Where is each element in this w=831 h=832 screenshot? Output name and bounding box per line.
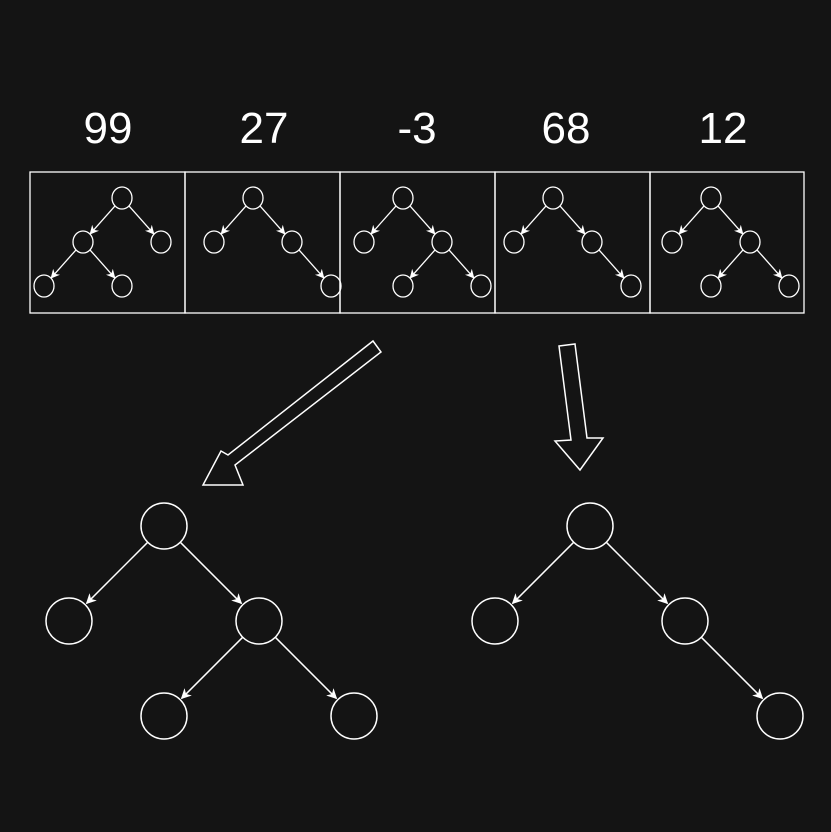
large-tree-0-edge-3 [275,637,338,700]
large-tree-1 [471,502,804,740]
large-tree-0-node-2 [235,597,283,645]
mini-tree-0-edge-2 [50,249,77,279]
mini-tree-2-edge-3 [448,249,475,279]
mini-tree-3-edge-1 [559,205,586,235]
mini-tree-2-edge-1 [409,205,436,235]
large-tree-1-node-2 [661,597,709,645]
mini-trees [33,186,800,298]
large-tree-1-node-1 [471,597,519,645]
large-tree-0 [45,502,378,740]
mini-tree-0-node-0 [111,186,133,210]
mini-tree-0-node-1 [72,230,94,254]
large-tree-1-node-3 [756,692,804,740]
mini-tree-4-node-4 [778,274,800,298]
mini-tree-4-edge-1 [717,205,744,235]
mini-tree-0-node-2 [150,230,172,254]
mini-tree-2 [353,186,492,298]
mini-tree-3-node-1 [503,230,525,254]
array-cell-3 [494,171,651,314]
mini-tree-2-edge-0 [370,205,397,235]
mini-tree-4-edge-0 [678,205,705,235]
large-tree-0-node-4 [330,692,378,740]
cell-label-2: -3 [397,104,436,153]
mini-tree-1-node-3 [320,274,342,298]
mini-tree-4-node-0 [700,186,722,210]
mini-tree-0-edge-3 [89,249,116,279]
arrow-to-right-tree [553,343,605,472]
large-tree-1-edge-1 [606,542,669,605]
mini-tree-3-node-3 [620,274,642,298]
mini-tree-1-node-2 [281,230,303,254]
mini-tree-0-edge-0 [89,205,116,235]
mini-tree-0 [33,186,172,298]
mini-tree-4-node-2 [739,230,761,254]
large-tree-1-node-0 [566,502,614,550]
large-tree-1-edge-2 [701,637,764,700]
array-cell-2 [339,171,496,314]
labels-row: 99 27 -3 68 12 [84,104,748,153]
mini-tree-1-node-1 [203,230,225,254]
large-tree-1-edge-0 [511,542,574,605]
mini-tree-0-node-4 [111,274,133,298]
large-tree-0-node-3 [140,692,188,740]
mini-tree-4-node-3 [700,274,722,298]
mini-tree-0-node-3 [33,274,55,298]
mini-tree-1-node-0 [242,186,264,210]
mini-tree-1 [203,186,342,298]
cell-label-4: 12 [699,104,748,153]
large-tree-0-edge-2 [180,637,243,700]
mini-tree-2-node-4 [470,274,492,298]
mini-tree-3-node-2 [581,230,603,254]
block-arrows [201,339,605,486]
array-cell-4 [649,171,805,314]
large-trees [45,502,804,740]
mini-tree-3-edge-2 [598,249,625,279]
large-tree-0-node-0 [140,502,188,550]
mini-tree-0-edge-1 [128,205,155,235]
mini-tree-2-node-0 [392,186,414,210]
mini-tree-3-node-0 [542,186,564,210]
mini-tree-2-node-2 [431,230,453,254]
mini-tree-1-edge-0 [220,205,247,235]
large-tree-0-edge-0 [85,542,148,605]
large-tree-0-edge-1 [180,542,243,605]
cell-label-3: 68 [542,104,591,153]
mini-tree-2-node-3 [392,274,414,298]
mini-tree-4 [661,186,800,298]
mini-tree-4-edge-3 [756,249,783,279]
mini-tree-4-edge-2 [717,249,744,279]
mini-tree-1-edge-1 [259,205,286,235]
mini-tree-2-node-1 [353,230,375,254]
large-tree-0-node-1 [45,597,93,645]
mini-tree-3-edge-0 [520,205,547,235]
mini-tree-1-edge-2 [298,249,325,279]
cell-label-0: 99 [84,104,133,153]
mini-tree-3 [503,186,642,298]
mini-tree-4-node-1 [661,230,683,254]
mini-tree-2-edge-2 [409,249,436,279]
array-cell-0 [29,171,186,314]
array-row [29,171,805,314]
arrow-to-left-tree [201,339,383,486]
cell-label-1: 27 [240,104,289,153]
